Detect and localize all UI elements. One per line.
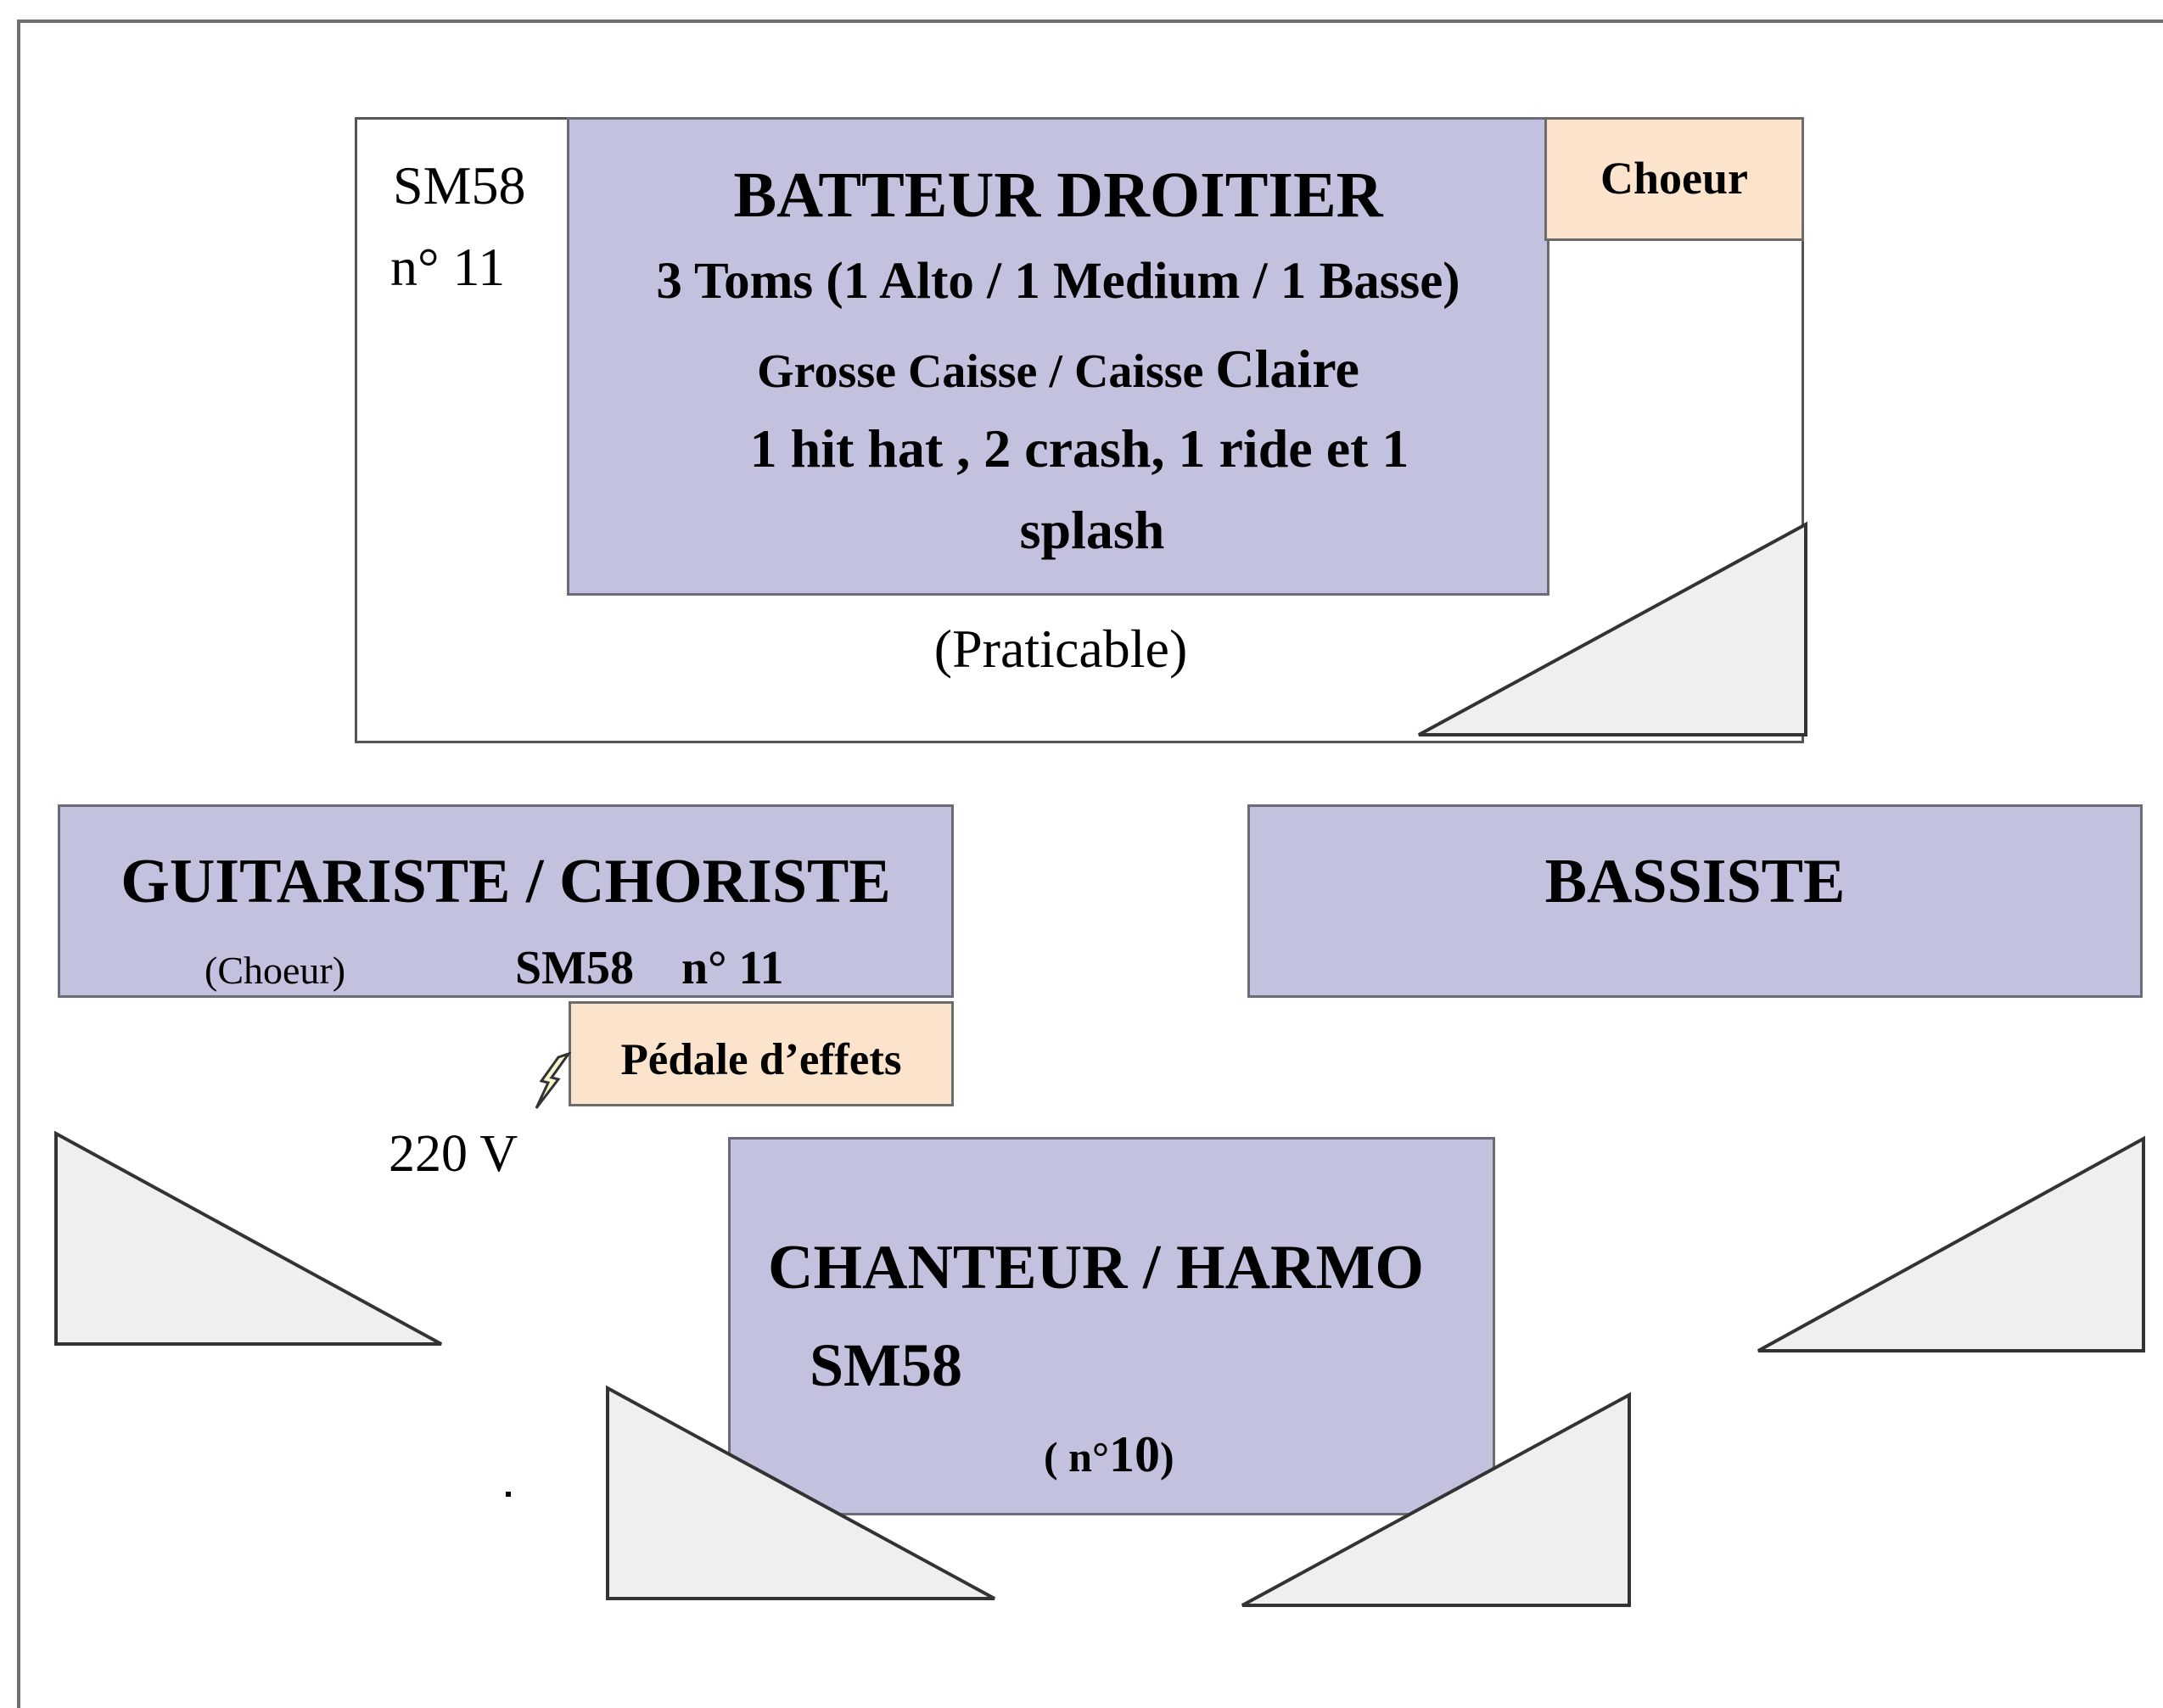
drummer-cymbals-line1: 1 hit hat , 2 crash, 1 ride et 1 [749,418,1409,479]
drummer-kick-snare: Grosse Caisse / Caisse Claire [567,338,1549,400]
power-label: 220 V [389,1125,518,1183]
guitarist-box: GUITARISTE / CHORISTE (Choeur) SM58 n° 1… [58,804,954,998]
singer-mic-close: ) [1159,1433,1174,1481]
singer-mic-number-value: 10 [1108,1426,1160,1482]
guitarist-title: GUITARISTE / CHORISTE [120,847,891,916]
bassist-title: BASSISTE [1544,847,1846,916]
guitarist-sub-right: SM58 n° 11 [515,942,784,994]
singer-title: CHANTEUR / HARMO [768,1233,1424,1302]
guitarist-sub-left: (Choeur) [205,949,346,992]
singer-box [728,1137,1495,1515]
singer-mic-number: ( n°10) [1044,1425,1174,1484]
drummer-toms: 3 Toms (1 Alto / 1 Medium / 1 Basse) [656,253,1460,310]
drummer-title: BATTEUR DROITIER [733,160,1383,231]
singer-mic-open: ( n° [1044,1433,1109,1481]
stage-monitor-icon [606,1385,995,1600]
drummer-cymbals-line2: splash [1019,500,1165,560]
pedal-label: Pédale d’effets [620,1035,902,1084]
singer-mic-model: SM58 [810,1331,962,1399]
riser-mic-number: n° 11 [390,237,506,297]
stage-monitor-icon [1757,1135,2145,1352]
riser-mic-model: SM58 [393,155,526,216]
riser-label: (Praticable) [933,619,1188,679]
drummer-box [567,117,1549,596]
stage-monitor-icon [54,1130,442,1346]
monitors-layer [54,521,2145,1607]
power-outlet-icon [535,1052,572,1109]
drummer-kick-snare-a: Grosse Caisse / Caisse [757,345,1216,398]
stage-monitor-icon [1241,1392,1631,1607]
stray-dot [506,1492,511,1497]
stage-monitor-icon [1418,521,1807,736]
choeur-label: Choeur [1600,153,1748,204]
drummer-kick-snare-b: Claire [1215,339,1359,399]
bassist-box: BASSISTE [1247,804,2143,998]
stage-frame [17,20,2163,1708]
choeur-box: Choeur [1544,117,1804,241]
